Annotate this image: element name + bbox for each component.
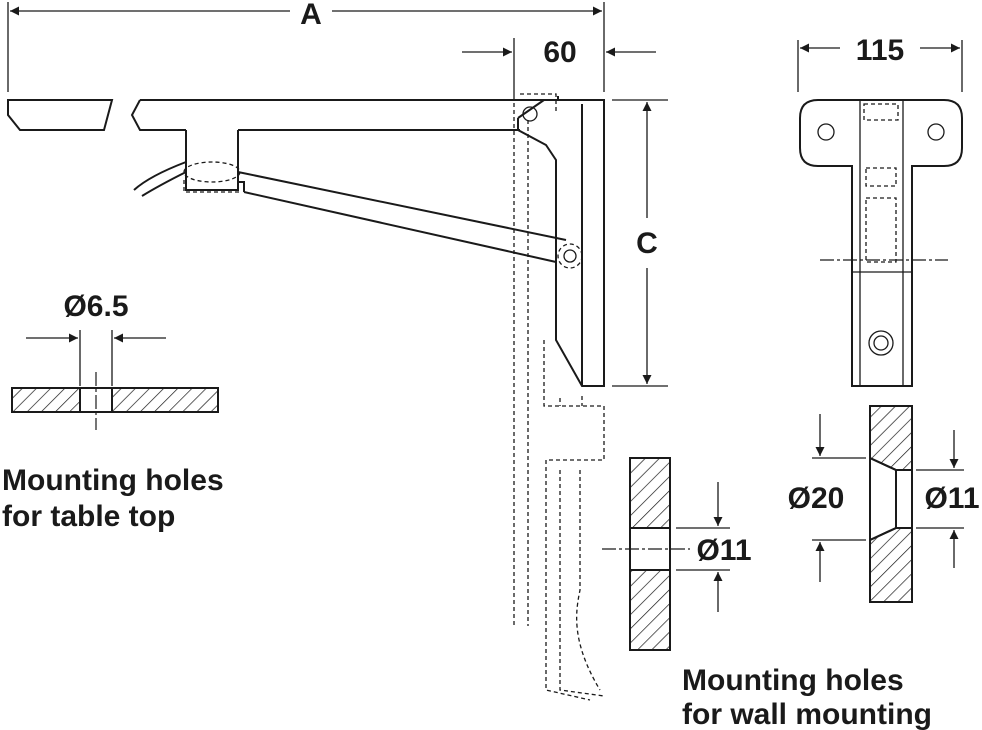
diameter-11-wall-label: Ø11 bbox=[696, 534, 751, 567]
dimension-60-label: 60 bbox=[543, 36, 576, 69]
bracket-front-view: 115 bbox=[797, 34, 963, 387]
table-caption-line2: for table top bbox=[2, 500, 175, 533]
dimension-c: C bbox=[612, 99, 668, 387]
diameter-20-label: Ø20 bbox=[788, 482, 845, 515]
table-top-hole-section: Ø6.5 bbox=[11, 290, 219, 430]
countersunk-hole-section: Ø20 Ø11 bbox=[788, 405, 980, 603]
dimension-60: 60 bbox=[462, 36, 656, 96]
diameter-11-countersunk-label: Ø11 bbox=[924, 482, 979, 515]
wall-caption-line2: for wall mounting bbox=[682, 698, 932, 730]
dimension-c-label: C bbox=[636, 227, 658, 260]
dimension-115-label: 115 bbox=[856, 34, 904, 67]
bracket-side-view bbox=[7, 93, 605, 701]
dimension-a: A bbox=[7, 0, 605, 92]
wall-caption-line1: Mounting holes bbox=[682, 664, 904, 697]
wall-hole-section: Ø11 bbox=[602, 457, 752, 651]
dimension-a-label: A bbox=[300, 0, 322, 31]
diameter-6-5-label: Ø6.5 bbox=[63, 290, 128, 323]
table-caption-line1: Mounting holes bbox=[2, 464, 224, 497]
